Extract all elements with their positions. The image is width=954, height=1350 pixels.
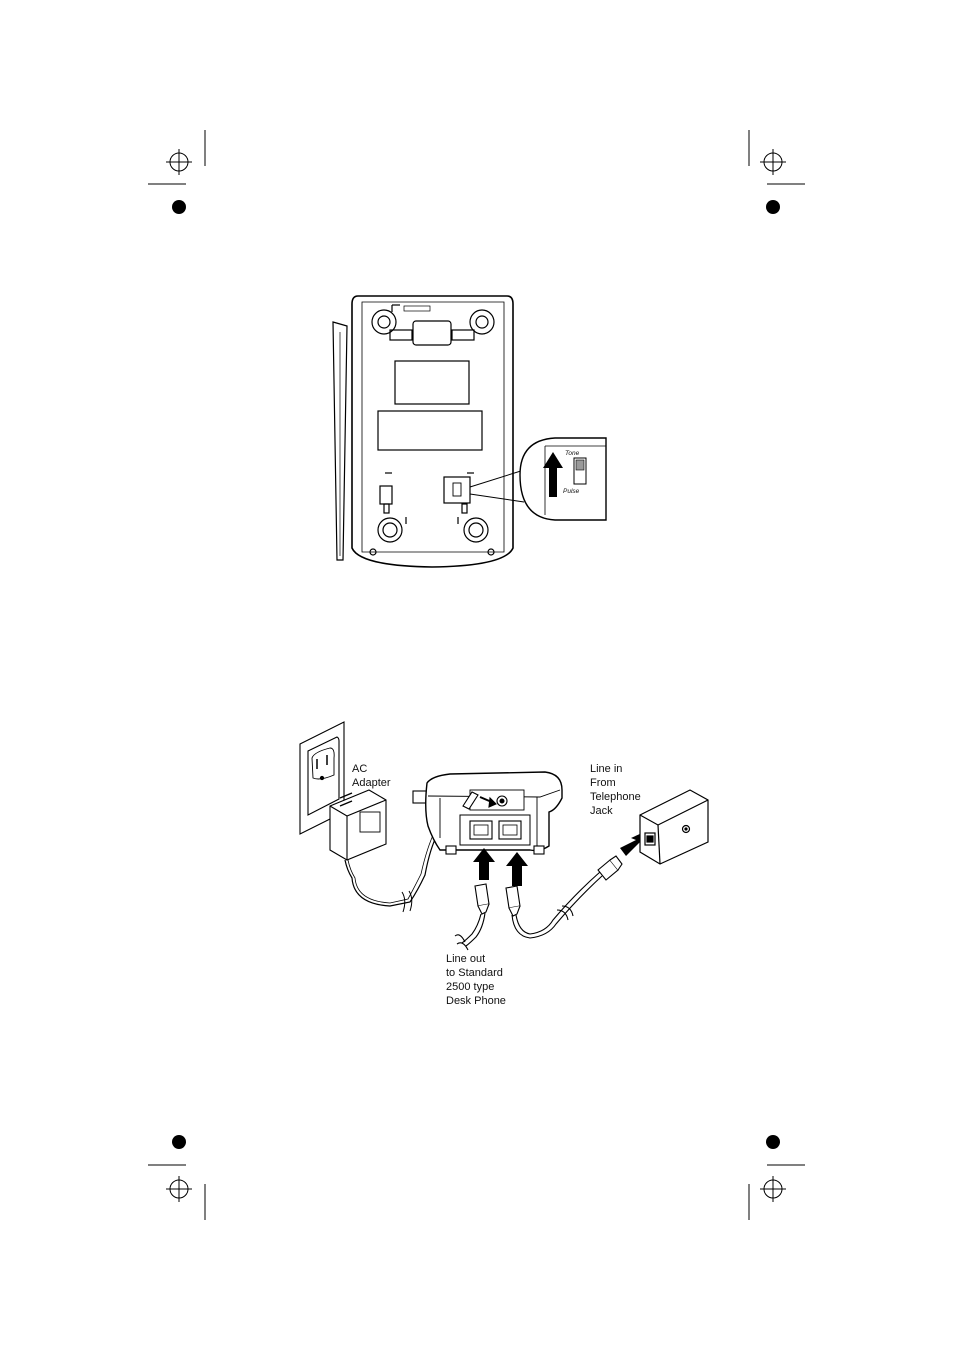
ac-adapter-label-line2: Adapter	[352, 777, 391, 789]
pulse-label: Pulse	[563, 488, 580, 495]
line-out-label-line2: to Standard	[446, 967, 503, 979]
line-out-label: Line out to Standard 2500 type Desk Phon…	[446, 953, 506, 1007]
ac-adapter-label-line1: AC	[352, 763, 367, 775]
base-unit-rear-view	[413, 772, 562, 854]
line-out-label-line4: Desk Phone	[446, 995, 506, 1007]
ac-adapter-label: AC Adapter	[352, 763, 391, 789]
arrow-up-icon	[473, 848, 495, 880]
registration-dot-icon	[766, 1135, 780, 1149]
registration-dot-icon	[766, 200, 780, 214]
registration-dot-icon	[172, 200, 186, 214]
registration-mark-icon	[166, 149, 192, 175]
registration-mark-icon	[166, 1176, 192, 1202]
line-in-label-line4: Jack	[590, 805, 613, 817]
registration-dot-icon	[172, 1135, 186, 1149]
line-out-label-line1: Line out	[446, 953, 485, 965]
tone-label: Tone	[565, 450, 580, 457]
crop-marks	[148, 130, 805, 1220]
line-out-label-line3: 2500 type	[446, 981, 494, 993]
base-unit-bottom-view	[333, 296, 524, 567]
wall-telephone-jack	[640, 790, 708, 864]
line-in-label-line1: Line in	[590, 763, 622, 775]
line-in-label: Line in From Telephone Jack	[590, 763, 641, 817]
registration-mark-icon	[760, 149, 786, 175]
line-in-label-line2: From	[590, 777, 616, 789]
tone-pulse-callout: Tone Pulse	[520, 438, 606, 520]
registration-mark-icon	[760, 1176, 786, 1202]
arrow-up-icon	[506, 852, 528, 886]
line-in-label-line3: Telephone	[590, 791, 641, 803]
